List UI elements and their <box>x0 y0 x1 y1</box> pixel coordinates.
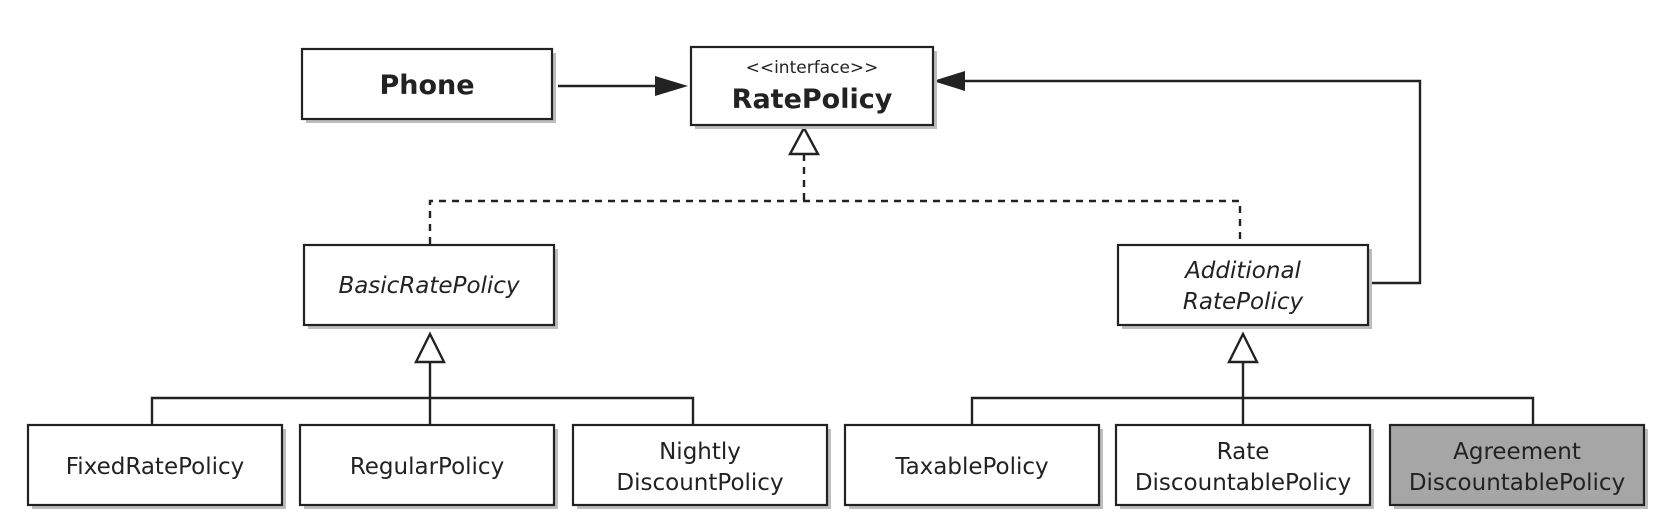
ratepolicy-class-name: RatePolicy <box>732 84 893 115</box>
phone-class-name: Phone <box>379 70 474 101</box>
basic-generalization-branch <box>150 396 695 424</box>
additional-rate-policy-line1: Additional <box>1183 258 1301 284</box>
phone-to-ratepolicy-arrowhead <box>655 76 688 96</box>
basic-generalization-triangle <box>414 331 446 364</box>
realization-branch-line <box>428 199 1242 244</box>
rate-discountable-policy-line1: Rate <box>1217 439 1270 465</box>
additional-rate-policy-box: Additional RatePolicy <box>1116 243 1372 329</box>
ratepolicy-interface-box: <<interface>> RatePolicy <box>689 45 937 129</box>
additional-generalization-branch <box>970 396 1535 424</box>
agreement-discountable-policy-line1: Agreement <box>1453 439 1581 465</box>
rate-discountable-policy-box: Rate DiscountablePolicy <box>1114 423 1374 509</box>
basic-rate-policy-box: BasicRatePolicy <box>302 243 558 329</box>
rate-discountable-policy-line2: DiscountablePolicy <box>1135 470 1351 496</box>
nightly-discount-policy-line2: DiscountPolicy <box>616 470 783 496</box>
additional-generalization-triangle <box>1227 331 1259 364</box>
ratepolicy-realization-triangle <box>787 125 821 156</box>
agreement-discountable-policy-line2: DiscountablePolicy <box>1409 470 1625 496</box>
taxable-policy-name: TaxablePolicy <box>894 454 1048 480</box>
agreement-discountable-policy-box: Agreement DiscountablePolicy <box>1388 423 1648 509</box>
fixed-rate-policy-name: FixedRatePolicy <box>66 454 245 480</box>
regular-policy-name: RegularPolicy <box>350 454 504 480</box>
basic-rate-policy-name: BasicRatePolicy <box>338 273 520 299</box>
additional-rate-policy-line2: RatePolicy <box>1183 289 1304 315</box>
ratepolicy-stereotype: <<interface>> <box>746 58 879 78</box>
regular-policy-box: RegularPolicy <box>298 423 558 509</box>
phone-class-box: Phone <box>300 47 556 123</box>
nightly-discount-policy-line1: Nightly <box>659 439 741 465</box>
fixed-rate-policy-box: FixedRatePolicy <box>26 423 286 509</box>
additional-to-ratepolicy-arrowhead <box>933 71 965 91</box>
additional-to-ratepolicy-line <box>965 79 1422 285</box>
taxable-policy-box: TaxablePolicy <box>843 423 1103 509</box>
nightly-discount-policy-box: Nightly DiscountPolicy <box>571 423 831 509</box>
